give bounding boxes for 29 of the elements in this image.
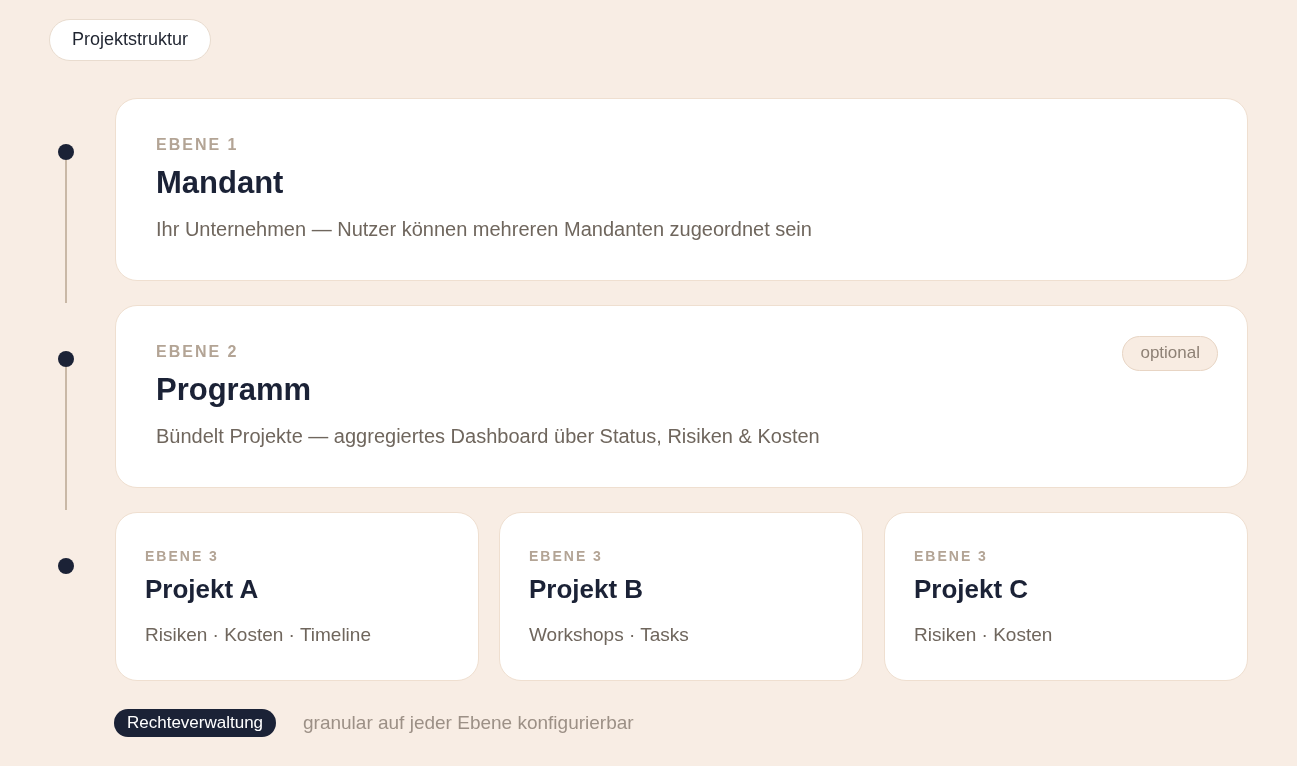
timeline-dot [58,144,74,160]
note-text: granular auf jeder Ebene konfigurierbar [303,711,634,735]
level-card [499,512,863,681]
level-label: EBENE 3 [529,548,603,564]
level-title: Mandant [156,165,284,201]
level-card [115,305,1248,488]
level-label: EBENE 1 [156,135,239,155]
level-card [115,512,479,681]
level-label: EBENE 2 [156,342,239,362]
level-description: Ihr Unternehmen — Nutzer können mehreren Mandanten zugeordnet sein [156,217,812,241]
status-badge: optional [1122,336,1218,371]
timeline-line [65,366,67,511]
level-description: Bündelt Projekte — aggregiertes Dashboard über Status, Risiken & Kosten [156,424,820,448]
section-tag: Projektstruktur [49,19,212,61]
timeline-line [65,159,67,304]
level-label: EBENE 3 [914,548,988,564]
timeline-dot [58,558,74,574]
level-title: Projekt B [529,574,644,604]
level-description: Risiken · Kosten [914,624,1053,646]
level-card [884,512,1248,681]
level-title: Programm [156,372,312,408]
level-label: EBENE 3 [145,548,219,564]
feature-tag: Rechteverwaltung [114,709,277,737]
level-title: Projekt C [914,574,1029,604]
level-description: Risiken · Kosten · Timeline [145,624,371,646]
level-card [115,98,1248,281]
level-title: Projekt A [145,574,259,604]
timeline-dot [58,351,74,367]
level-description: Workshops · Tasks [529,624,689,646]
